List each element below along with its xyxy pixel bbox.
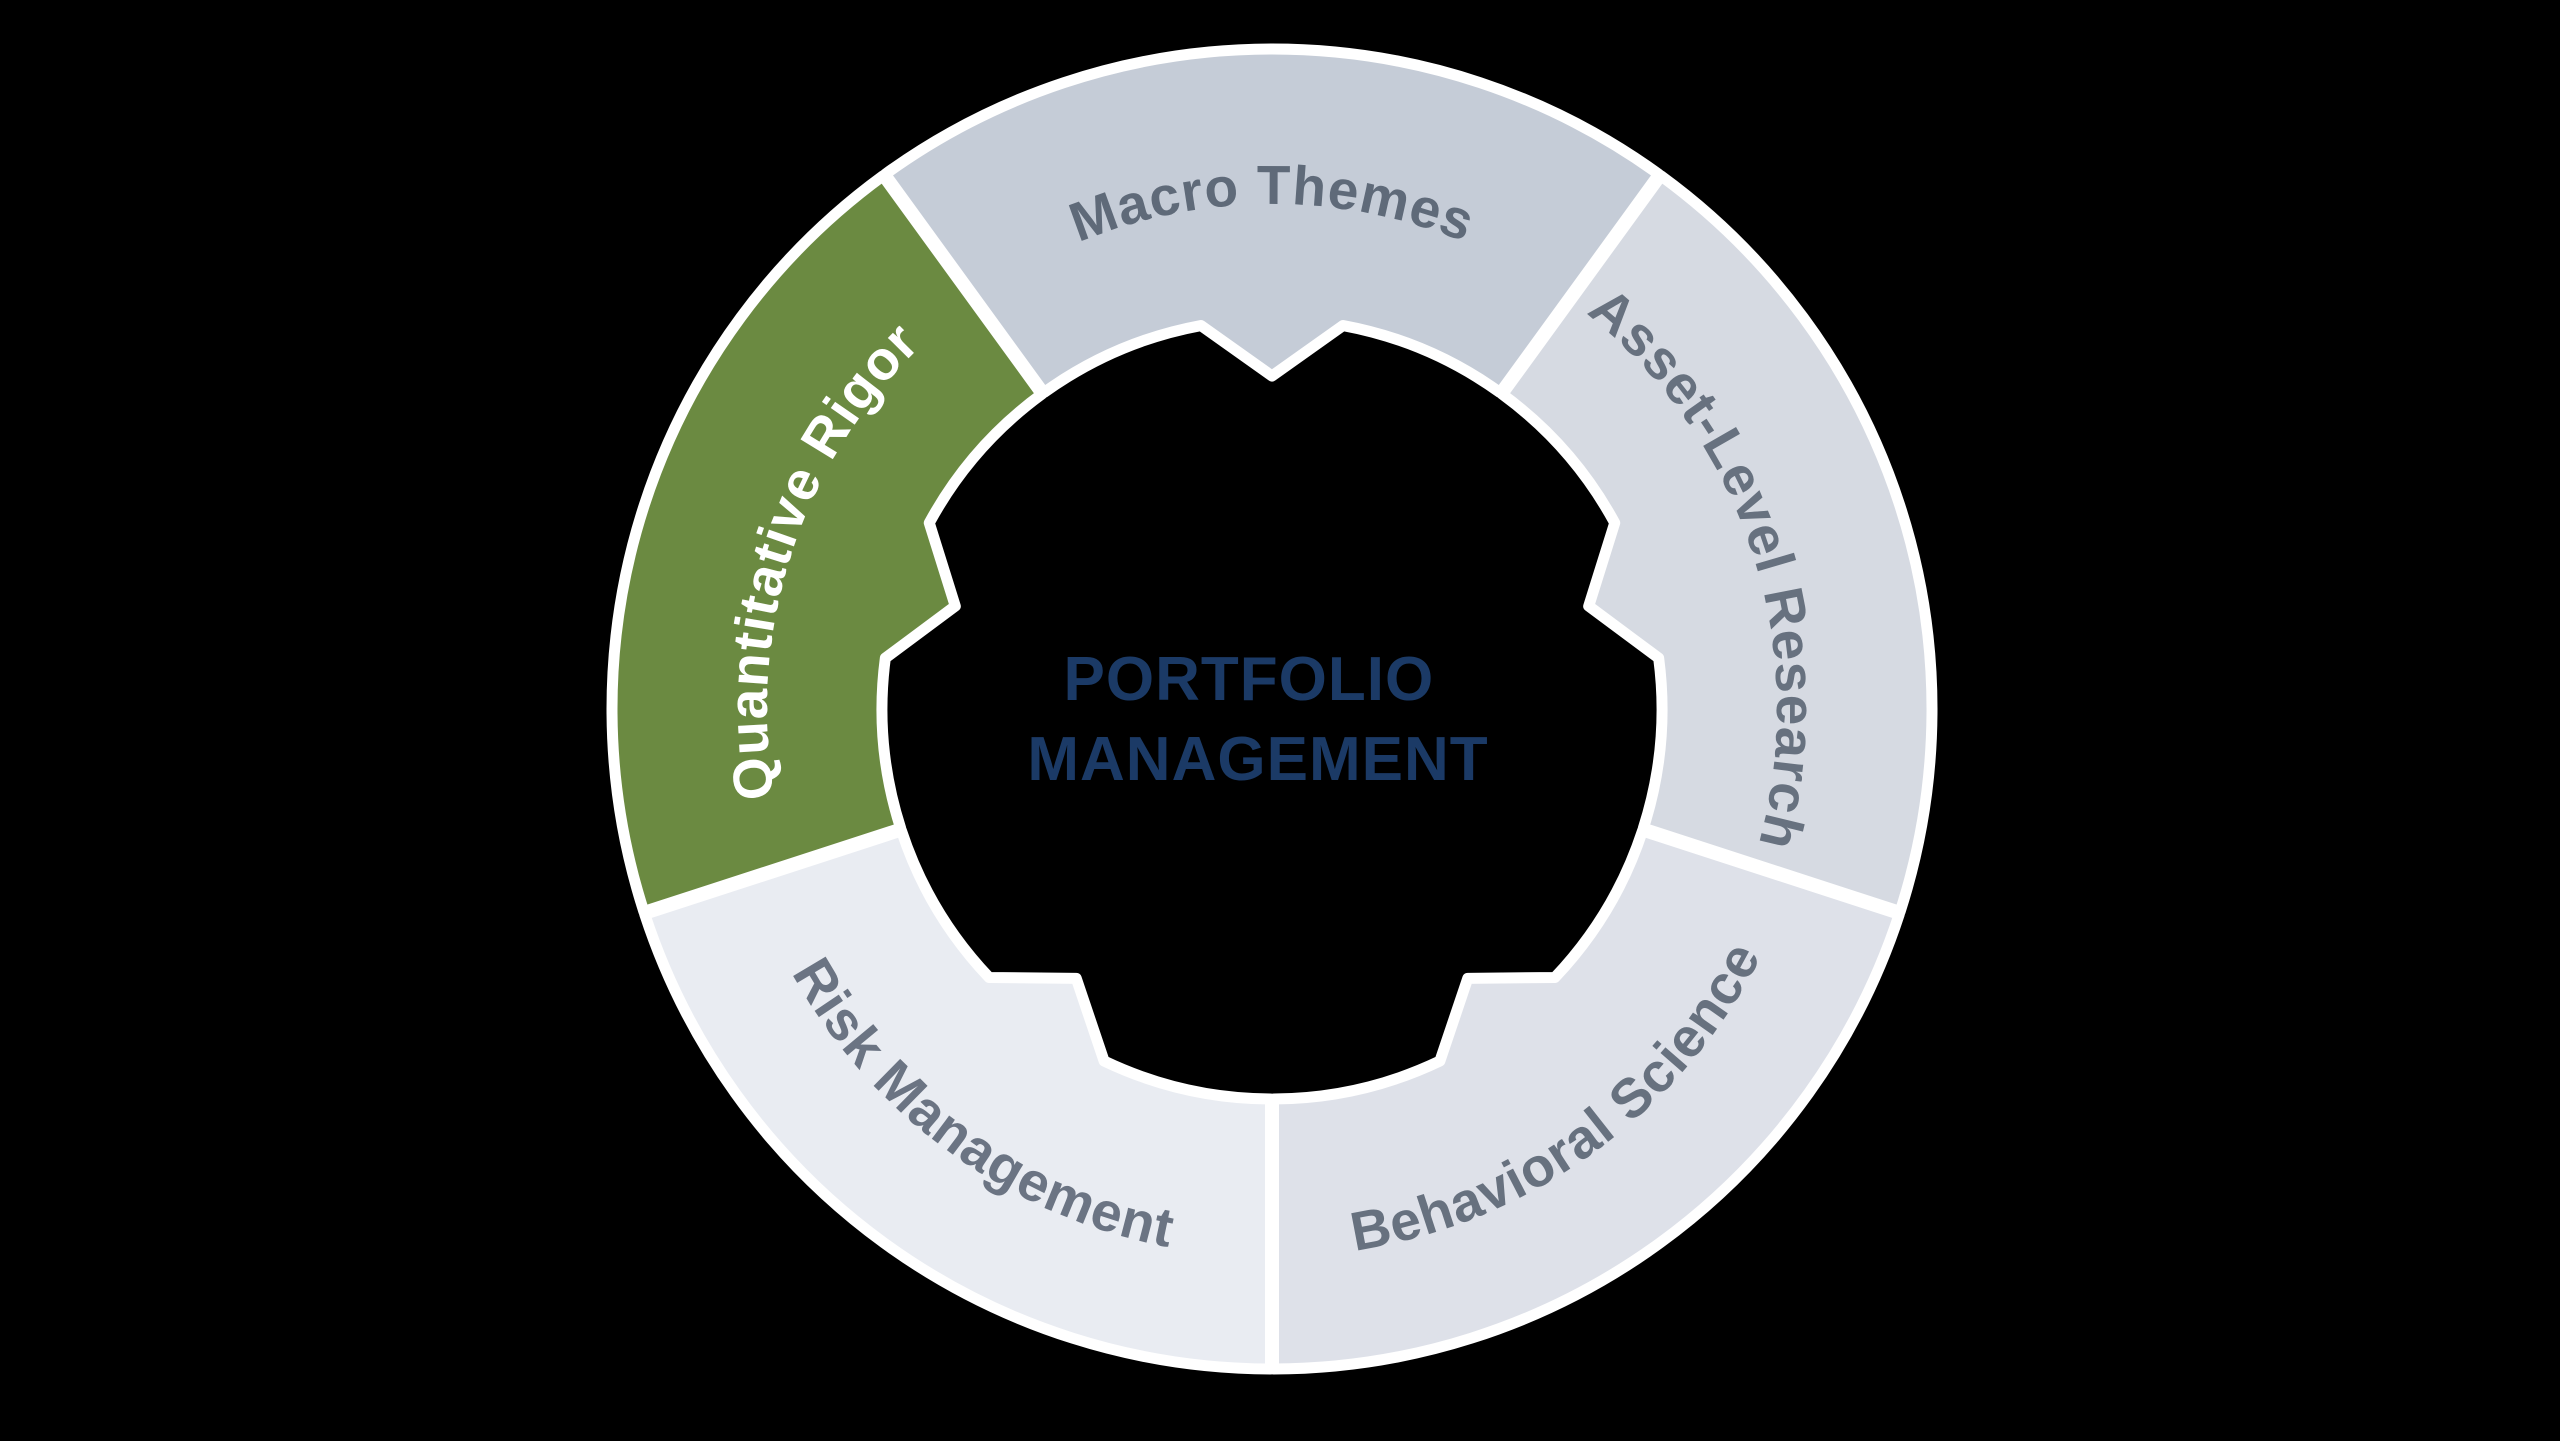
ring-segments	[606, 43, 1938, 1375]
center-title-line1: PORTFOLIO	[1064, 645, 1435, 714]
center-title-line2: MANAGEMENT	[1027, 725, 1488, 794]
segment-macro-themes	[879, 43, 1665, 399]
segment-asset-level-research	[1496, 170, 1938, 918]
center-title: PORTFOLIO MANAGEMENT	[1027, 645, 1488, 794]
segment-behavioral-science	[1268, 825, 1905, 1375]
segment-risk-management	[639, 825, 1276, 1375]
segment-quantitative-rigor	[606, 170, 1048, 918]
